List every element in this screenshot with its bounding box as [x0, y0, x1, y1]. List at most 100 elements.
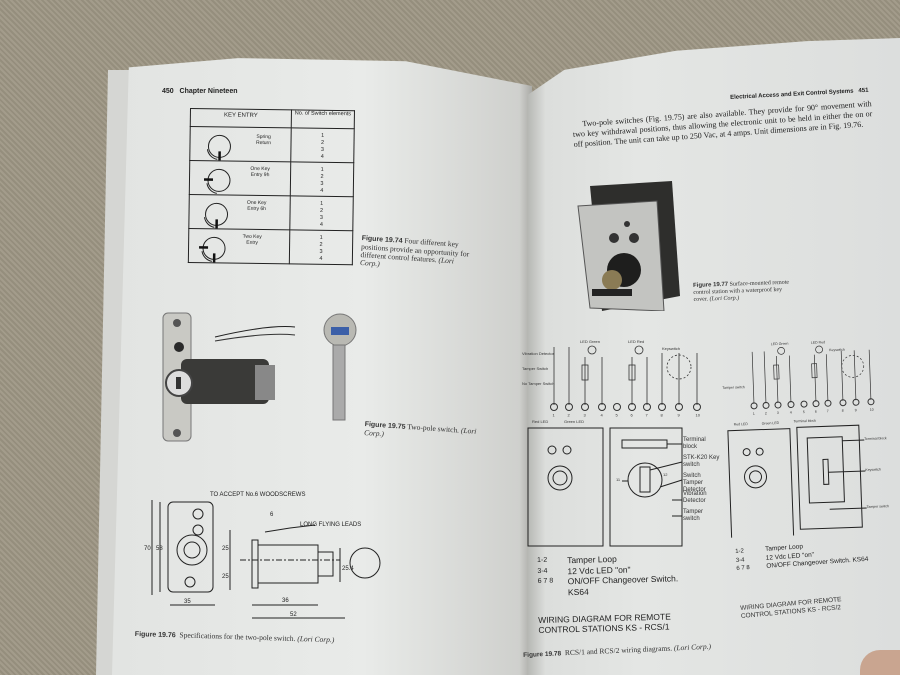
terminal-number: 8: [661, 413, 664, 418]
stk-key-switch-label: STK-K20 Key switch: [683, 455, 720, 468]
left-running-head: 450 Chapter Nineteen: [162, 88, 238, 95]
terminal: [774, 401, 782, 409]
svg-text:LED Red: LED Red: [811, 340, 825, 344]
two-pole-switch-photo: [162, 312, 357, 442]
terminal-number: 10: [696, 413, 701, 418]
legend-desc: ON/OFF Changeover Switch. KS64: [567, 573, 679, 597]
terminal: [852, 398, 860, 406]
header-switch-elements: No. of Switch elements: [291, 109, 355, 129]
remote-control-station-photo: [577, 181, 680, 311]
dimension-label: 52: [290, 612, 297, 618]
key-entry-label: Spring Return: [255, 133, 272, 147]
svg-text:Tamper switch: Tamper switch: [722, 385, 745, 390]
terminal: [787, 401, 795, 409]
key-photo: [323, 313, 357, 421]
svg-text:Tamper switch: Tamper switch: [867, 504, 890, 509]
legend-code: 6 7 8: [537, 577, 554, 585]
key-position-icon: [203, 168, 231, 194]
page-number: 451: [858, 87, 869, 95]
svg-text:Red LED: Red LED: [734, 422, 749, 427]
header-key-entry: KEY ENTRY: [190, 108, 292, 128]
dimension-label: 25.4: [342, 566, 354, 572]
key-position-icon: [206, 134, 231, 161]
key-position-icon: [199, 236, 226, 263]
terminal: [598, 403, 606, 411]
terminal: [824, 399, 832, 407]
dimension-label: 70: [144, 546, 151, 552]
svg-text:12: 12: [663, 472, 668, 477]
terminal-number: 6: [631, 413, 634, 418]
terminal-number: 7: [827, 409, 829, 413]
svg-text:No Tamper Switch: No Tamper Switch: [522, 381, 554, 386]
svg-text:LED Green: LED Green: [580, 339, 600, 344]
svg-text:Green LED: Green LED: [762, 421, 780, 426]
svg-text:Red LED: Red LED: [532, 419, 548, 424]
terminal: [675, 403, 683, 411]
terminal-number: 5: [616, 413, 619, 418]
terminal-number: 2: [568, 413, 571, 418]
legend-row: 6 7 8 ON/OFF Changeover Switch. KS64: [538, 573, 698, 598]
terminal-number: 10: [870, 408, 874, 412]
terminal: [613, 403, 621, 411]
terminal: [550, 403, 558, 411]
figure-19-77-caption: Figure 19.77 Surface-mounted remote cont…: [693, 279, 790, 303]
terminal: [800, 400, 808, 408]
chapter-title: Chapter Nineteen: [179, 88, 238, 95]
terminal: [643, 403, 651, 411]
hand-fingertip: [860, 650, 900, 675]
key-position-icon: [203, 202, 229, 229]
svg-text:Keyswitch: Keyswitch: [865, 467, 881, 472]
key-entry-table: KEY ENTRY No. of Switch elements Spring …: [188, 108, 355, 265]
terminal: [628, 403, 636, 411]
terminal: [839, 399, 847, 407]
svg-text:Terminal block: Terminal block: [864, 436, 887, 441]
dimension-label: TO ACCEPT No.6 WOODSCREWS: [210, 492, 305, 498]
terminal: [750, 402, 758, 410]
terminal: [565, 403, 573, 411]
switch-tamper-detector-label: Switch Tamper Detector: [683, 473, 706, 493]
svg-text:Keyswitch: Keyswitch: [829, 348, 845, 353]
terminal: [867, 398, 875, 406]
dimension-label: 6: [270, 512, 274, 518]
terminal: [812, 400, 820, 408]
legend-code: 3-4: [537, 567, 548, 575]
dimension-label: 36: [282, 598, 289, 604]
switch-dimension-drawing: TO ACCEPT No.6 WOODSCREWS LONG FLYING LE…: [144, 492, 381, 619]
terminal-number: 1: [753, 412, 755, 416]
terminal-number: 3: [584, 413, 587, 418]
svg-text:Tamper Switch: Tamper Switch: [522, 366, 548, 371]
terminal: [581, 403, 589, 411]
terminal-number: 6: [815, 410, 817, 414]
terminal-block-label: Terminal block: [683, 437, 706, 450]
key-entry-label: Two Key Entry: [242, 233, 262, 246]
svg-text:11: 11: [616, 477, 621, 482]
svg-text:Green LED: Green LED: [564, 419, 584, 424]
terminal-number: 1: [553, 413, 556, 418]
legend-code: 1-2: [537, 556, 548, 564]
dimension-label: 25: [222, 546, 229, 552]
vibration-detector-label: Vibration Detector: [683, 491, 707, 504]
svg-text:LED Green: LED Green: [771, 342, 789, 347]
svg-text:Terminal block: Terminal block: [794, 419, 817, 424]
dimension-label: LONG FLYING LEADS: [300, 522, 361, 528]
dimension-label: 35: [184, 599, 191, 605]
terminal-number: 5: [803, 410, 805, 414]
svg-text:Keyswitch: Keyswitch: [662, 346, 680, 351]
terminal-number: 4: [790, 411, 792, 415]
svg-text:Vibration Detector: Vibration Detector: [522, 351, 555, 356]
dimension-label: 25: [222, 574, 229, 580]
terminal-number: 9: [678, 413, 681, 418]
terminal-number: 7: [646, 413, 649, 418]
svg-text:LED Red: LED Red: [628, 339, 644, 344]
tamper-switch-label: Tamper switch: [683, 509, 704, 522]
terminal-number: 9: [855, 408, 857, 412]
